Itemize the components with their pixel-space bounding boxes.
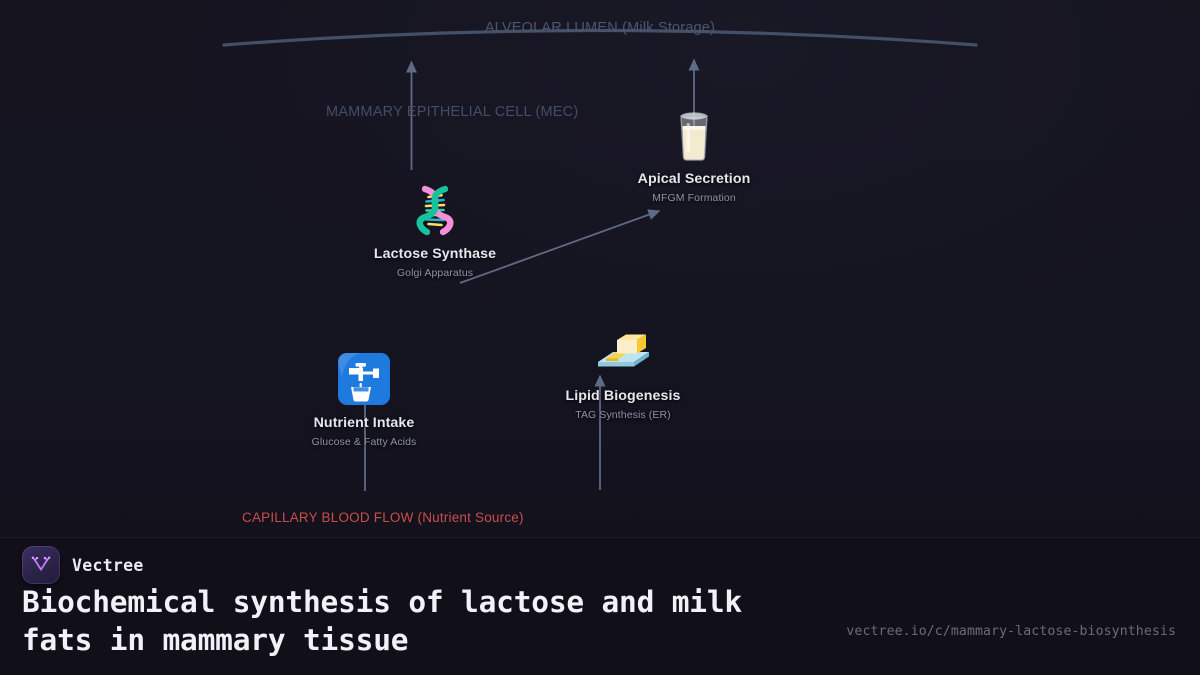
node-subtitle: Golgi Apparatus xyxy=(396,266,474,279)
region-label-mammary-epithelial-cell: MAMMARY EPITHELIAL CELL (MEC) xyxy=(326,104,579,120)
diagram-edges-layer xyxy=(222,28,978,491)
region-label-alveolar-lumen: ALVEOLAR LUMEN (Milk Storage) xyxy=(484,20,716,36)
footer-bar: Vectree Biochemical synthesis of lactose… xyxy=(0,537,1200,675)
glass-of-milk-icon xyxy=(664,105,724,165)
node-title: Lipid Biogenesis xyxy=(565,388,681,404)
node-subtitle: MFGM Formation xyxy=(652,191,736,204)
footer-url: vectree.io/c/mammary-lactose-biosynthesi… xyxy=(846,624,1176,639)
node-title: Apical Secretion xyxy=(637,171,751,187)
page-title: Biochemical synthesis of lactose and mil… xyxy=(22,585,742,657)
vectree-branch-logo-icon xyxy=(22,546,60,584)
node-title: Lactose Synthase xyxy=(373,246,497,262)
node-title: Nutrient Intake xyxy=(313,415,415,431)
node-subtitle: TAG Synthesis (ER) xyxy=(575,408,671,421)
brand-row[interactable]: Vectree xyxy=(22,546,144,584)
butter-dish-icon xyxy=(593,322,653,382)
diagram-canvas[interactable]: ALVEOLAR LUMEN (Milk Storage) MAMMARY EP… xyxy=(0,0,1200,537)
region-label-capillary-blood-flow: CAPILLARY BLOOD FLOW (Nutrient Source) xyxy=(242,510,524,525)
node-nutrient-intake[interactable]: Nutrient Intake Glucose & Fatty Acids xyxy=(259,349,469,449)
potable-water-tap-icon xyxy=(334,349,394,409)
node-subtitle: Glucose & Fatty Acids xyxy=(311,435,417,448)
node-lactose-synthase[interactable]: Lactose Synthase Golgi Apparatus xyxy=(330,180,540,280)
dna-helix-icon xyxy=(405,180,465,240)
brand-name: Vectree xyxy=(72,555,144,575)
node-lipid-biogenesis[interactable]: Lipid Biogenesis TAG Synthesis (ER) xyxy=(518,322,728,422)
alveolar-membrane-curve xyxy=(222,28,978,47)
node-apical-secretion[interactable]: Apical Secretion MFGM Formation xyxy=(589,105,799,205)
